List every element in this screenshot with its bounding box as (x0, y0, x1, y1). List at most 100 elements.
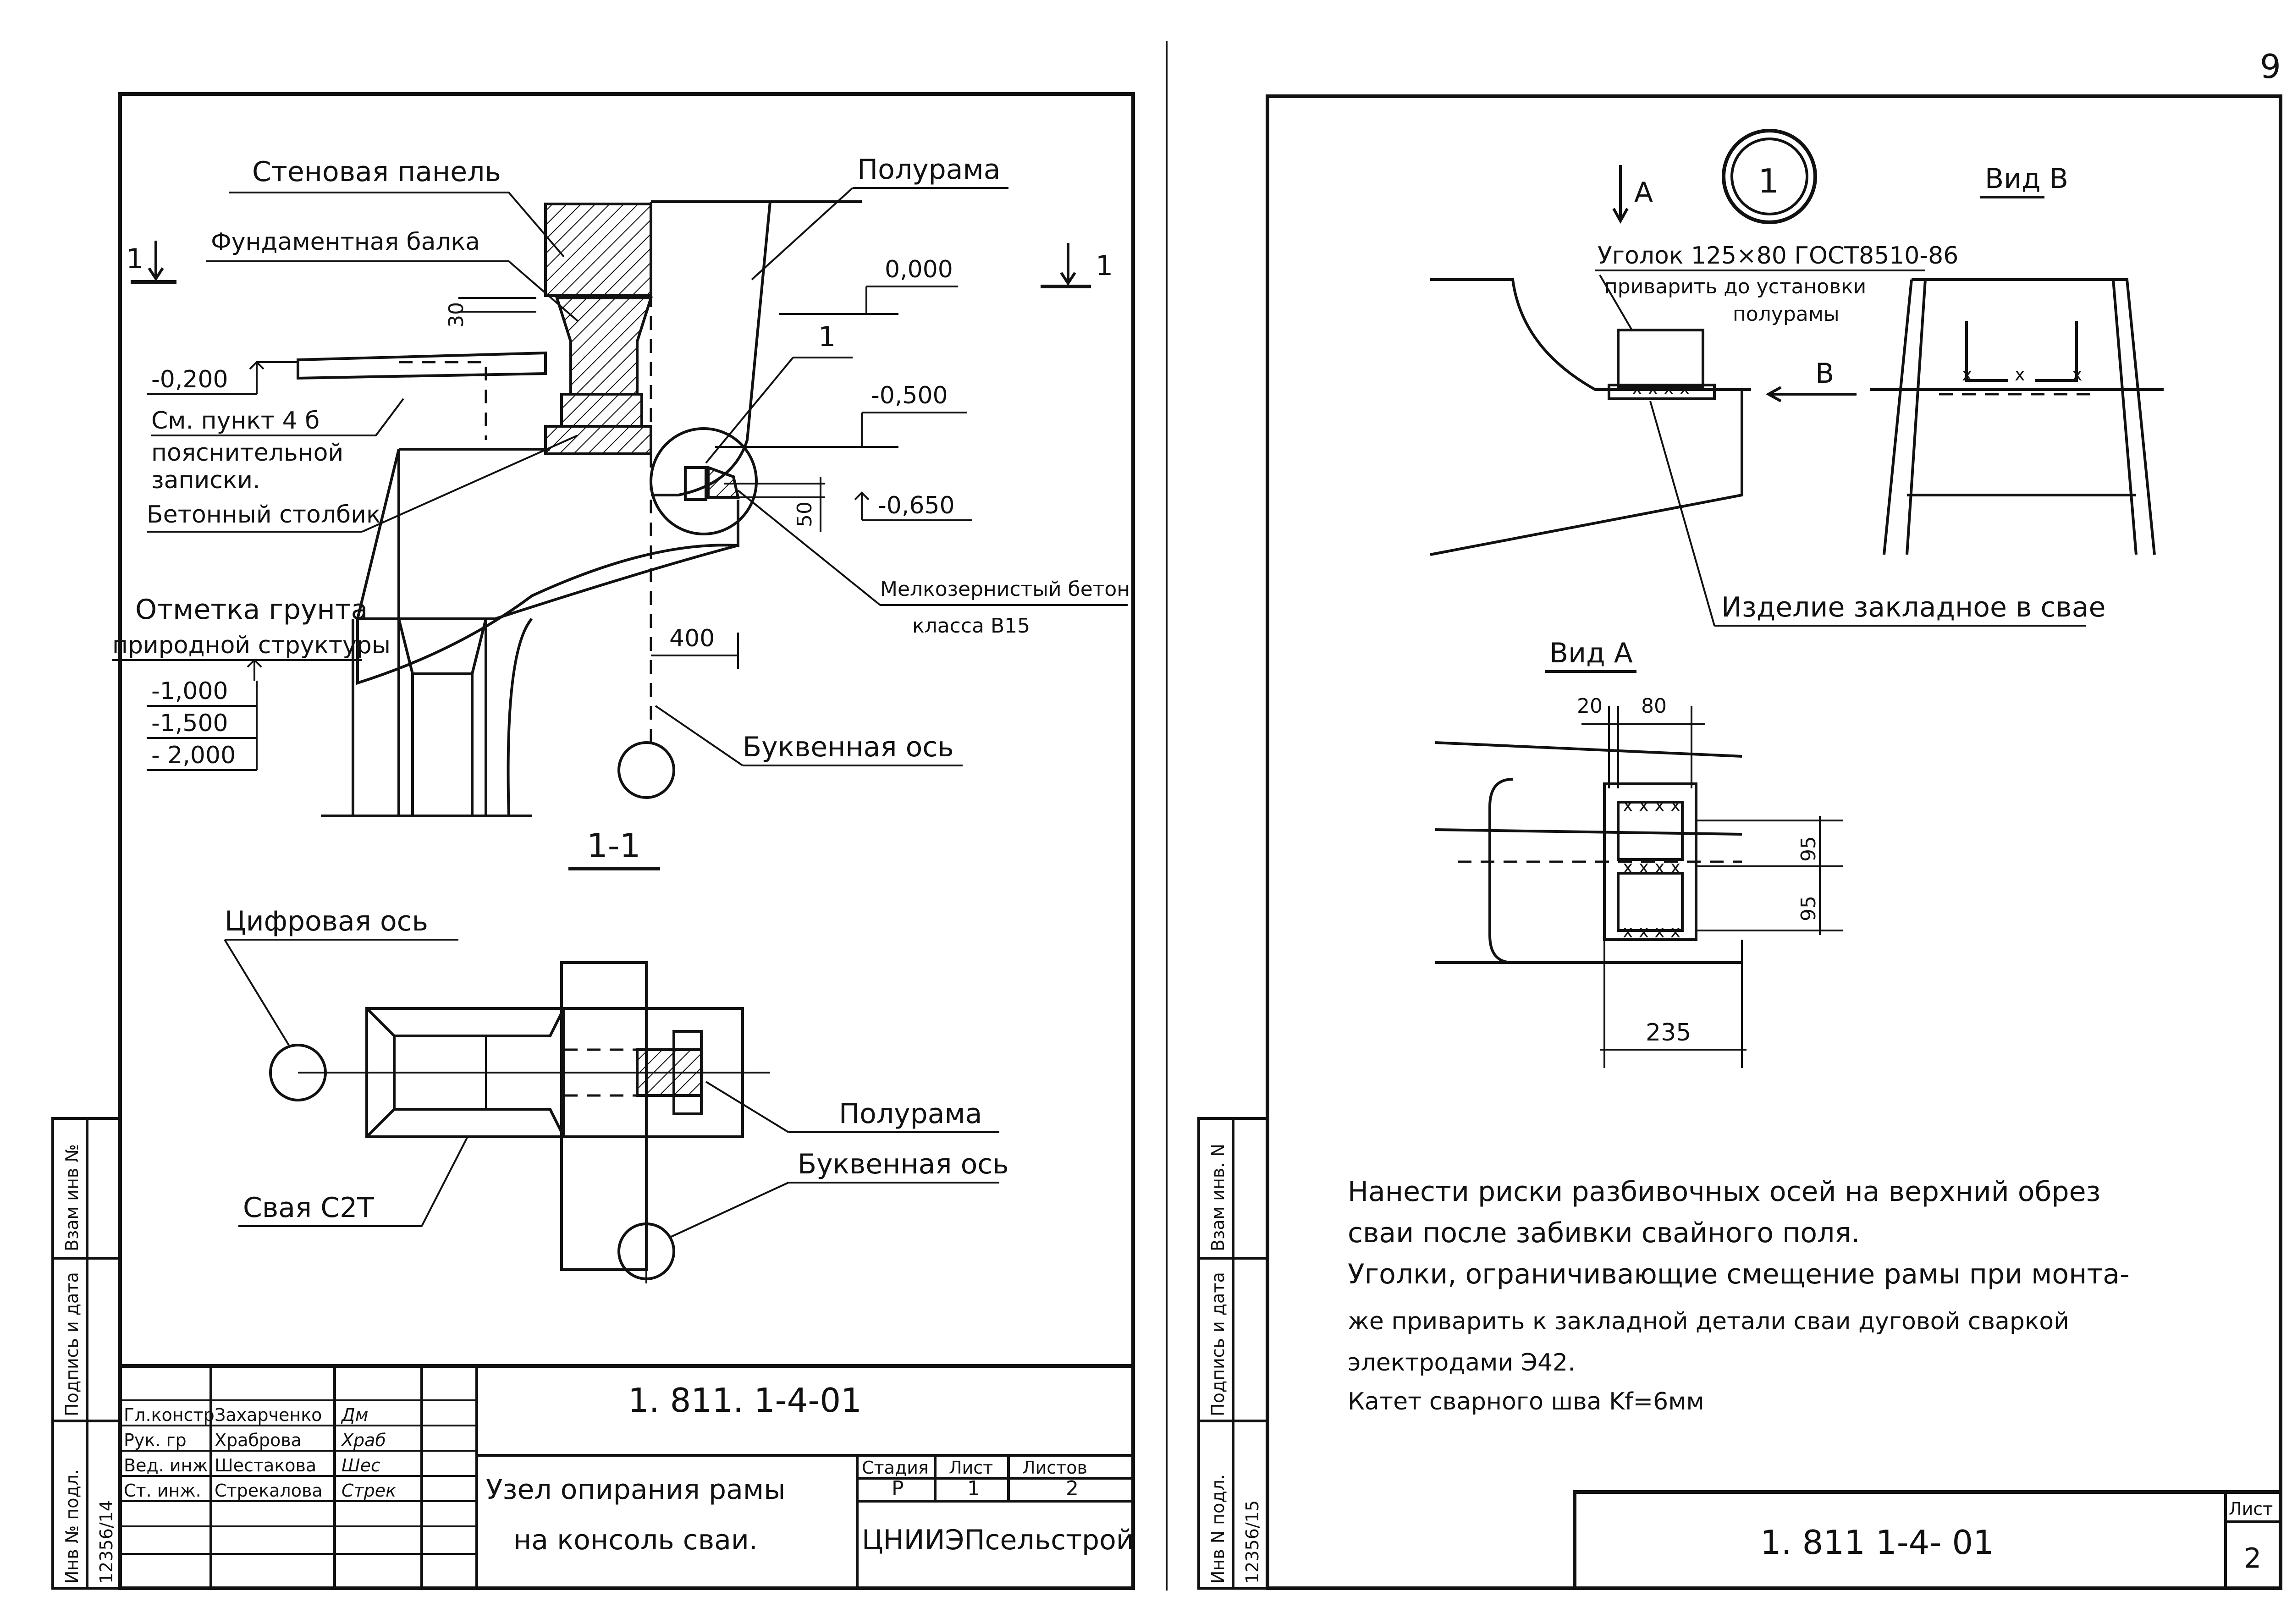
svg-text:природной структуры: природной структуры (112, 632, 391, 659)
label-fine-concrete: Мелкозернистый бетон класса В15 (737, 490, 1130, 638)
label-embedded-part: Изделие закладное в свае (1649, 401, 2105, 627)
svg-text:1: 1 (1096, 250, 1113, 282)
note-line: Уголки, ограничивающие смещение рамы при… (1348, 1258, 2130, 1290)
svg-text:x: x (2015, 364, 2025, 385)
sheet-value: 1 (967, 1477, 980, 1500)
side-stamp-inv-orig: Инв № подл. (62, 1469, 82, 1584)
sheet-label: Лист (2229, 1499, 2273, 1519)
section-1-1: 1-1 Цифровая ось Полурама (224, 826, 1009, 1283)
label-ground-mark: Отметка грунта природной структуры (112, 594, 391, 681)
title-line-1: Узел опирания рамы (486, 1474, 785, 1506)
label-wall-panel: Стеновая панель (252, 156, 501, 188)
svg-text:класса В15: класса В15 (912, 614, 1030, 638)
svg-text:1: 1 (818, 321, 836, 353)
title-code: 1. 811. 1-4-01 (628, 1381, 862, 1420)
section-title: 1-1 (587, 826, 641, 865)
note-line: же приварить к закладной детали сваи дуг… (1348, 1308, 2069, 1335)
view-a-drawing: Вид А x x x x x x x x x x x x 20 80 95 9… (1434, 637, 1843, 1068)
svg-text:-0,500: -0,500 (871, 382, 948, 409)
page-number: 9 (2260, 47, 2281, 86)
label-digit-axis: Цифровая ось (224, 905, 458, 1046)
label-angle-spec: Уголок 125×80 ГОСТ8510-86 приварить до у… (1595, 242, 1958, 331)
label-half-frame-bottom: Полурама (705, 1081, 999, 1133)
ground-levels: -1,000 -1,500 - 2,000 (147, 677, 258, 771)
row-sign: Дм (341, 1405, 368, 1425)
svg-text:x x x x: x x x x (1623, 795, 1680, 815)
level-m0200: -0,200 (147, 361, 298, 395)
level-m0650: -0,650 (854, 491, 972, 521)
title-line-2: на консоль сваи. (513, 1524, 758, 1556)
label-pile: Свая С2Т (238, 1136, 468, 1227)
svg-text:1: 1 (126, 243, 143, 275)
notes-block: Нанести риски разбивочных осей на верхни… (1348, 1176, 2130, 1415)
svg-text:-0,200: -0,200 (151, 366, 228, 393)
right-sheet: Взам инв. N Подпись и дата Инв N подл. 1… (1197, 94, 2282, 1590)
svg-text:См. пункт 4 б: См. пункт 4 б (151, 407, 320, 435)
view-a-title: Вид А (1549, 637, 1633, 669)
dim-80: 80 (1641, 694, 1667, 718)
elevation-drawing (297, 200, 862, 817)
view-b-arrow: В (1765, 358, 1857, 402)
side-stamp-sign-date: Подпись и дата (62, 1272, 82, 1416)
view-b-title: Вид В (1985, 163, 2068, 195)
svg-text:x x x x: x x x x (1632, 378, 1690, 398)
side-stamp-inv-orig: Инв N подл. (1208, 1474, 1228, 1584)
note-line: Нанести риски разбивочных осей на верхни… (1348, 1176, 2100, 1208)
label-letter-axis-top: Буквенная ось (655, 705, 963, 766)
svg-text:x: x (1962, 364, 1972, 385)
svg-text:Уголок 125×80 ГОСТ8510-86: Уголок 125×80 ГОСТ8510-86 (1598, 242, 1958, 270)
row-role: Ст. инж. (124, 1481, 201, 1501)
svg-text:пояснительной: пояснительной (151, 439, 343, 467)
svg-text:Изделие закладное в свае: Изделие закладное в свае (1721, 591, 2105, 623)
dim-30: 30 (445, 302, 468, 328)
level-m0500: -0,500 (715, 382, 967, 448)
sheet-label: Лист (949, 1458, 993, 1478)
stage-label: Стадия (862, 1458, 929, 1478)
section-mark-left: 1 (126, 241, 176, 284)
row-name: Шестакова (215, 1455, 316, 1475)
left-side-stamp: Взам инв № Подпись и дата Инв № подл. 12… (51, 1117, 121, 1590)
row-name: Стрекалова (215, 1481, 323, 1501)
row-role: Гл.констр (124, 1405, 215, 1425)
note-see-item: См. пункт 4 б пояснительной записки. (151, 398, 404, 494)
stage-value: Р (892, 1477, 904, 1500)
node-circle-number: 1 (1758, 162, 1779, 200)
svg-text:x x x x: x x x x (1623, 921, 1680, 941)
svg-text:0,000: 0,000 (885, 256, 953, 283)
note-line: Катет сварного шва Kf=6мм (1348, 1388, 1704, 1415)
node-1-drawing: А 1 x x x x Уголок 125×80 ГОСТ8510-86 пр… (1430, 129, 2105, 627)
svg-text:-1,500: -1,500 (151, 710, 228, 737)
node-circle (1722, 129, 1817, 224)
dim-95a: 95 (1797, 836, 1820, 862)
svg-text:приварить до установки: приварить до установки (1604, 275, 1866, 298)
note-line: сваи после забивки свайного поля. (1348, 1217, 1860, 1249)
side-stamp-replace-inv: Взам инв. N (1208, 1144, 1228, 1251)
dim-95b: 95 (1797, 896, 1820, 921)
node-ref-1: 1 (705, 321, 853, 464)
side-stamp-inv-number: 12356/15 (1242, 1500, 1262, 1584)
dim-20: 20 (1577, 694, 1603, 718)
svg-text:-1,000: -1,000 (151, 677, 228, 705)
section-mark-right: 1 (1041, 243, 1113, 288)
level-0000: 0,000 (779, 256, 958, 315)
title-code: 1. 811 1-4- 01 (1760, 1523, 1994, 1562)
svg-text:- 2,000: - 2,000 (151, 742, 236, 769)
sheets-value: 2 (1066, 1477, 1079, 1500)
label-half-frame-top: Полурама (857, 154, 1001, 186)
row-role: Вед. инж (124, 1455, 208, 1475)
svg-text:полурамы: полурамы (1733, 303, 1840, 326)
sheet-value: 2 (2244, 1542, 2261, 1574)
svg-text:50: 50 (793, 501, 816, 527)
dim-50: 50 (724, 477, 825, 532)
side-stamp-replace-inv: Взам инв № (62, 1144, 82, 1251)
left-title-block: 1. 811. 1-4-01 Гл.констр Захарченко Дм Р… (118, 1364, 1135, 1590)
svg-text:Мелкозернистый бетон: Мелкозернистый бетон (880, 578, 1130, 601)
dim-235: 235 (1646, 1019, 1691, 1046)
note-line: электродами Э42. (1348, 1349, 1576, 1376)
dim-400: 400 (669, 625, 715, 652)
svg-text:x: x (2072, 364, 2083, 385)
row-sign: Храб (341, 1430, 386, 1450)
label-foundation-beam: Фундаментная балка (211, 228, 480, 256)
svg-text:В: В (1815, 358, 1834, 390)
